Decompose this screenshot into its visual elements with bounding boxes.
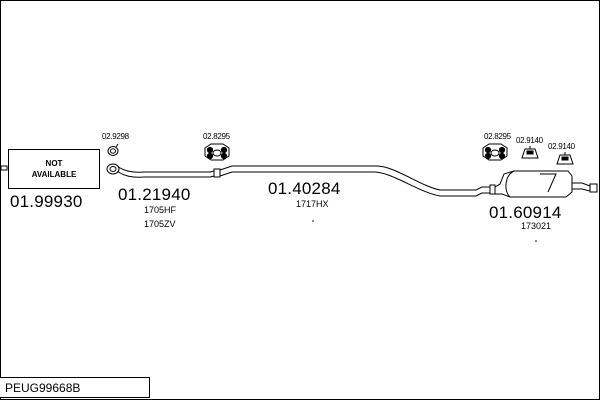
rear-silencer-ref1: 173021	[521, 221, 552, 231]
not-available-number: 01.99930	[10, 192, 83, 211]
rubber-mount-icon	[204, 143, 230, 161]
middle-pipe-number: 01.40284	[268, 179, 341, 198]
rear-mount-label: 02.8295	[484, 132, 511, 141]
rubber-mount-icon	[482, 143, 508, 161]
front-clamp-label: 02.9298	[102, 132, 129, 141]
middle-pipe-ref1: 1717HX	[296, 199, 329, 209]
not-available-line1: NOT	[45, 159, 63, 168]
diagram-code: PEUG99668B	[0, 377, 150, 398]
rear-silencer-number: 01.60914	[489, 203, 562, 222]
front-pipe-ref1: 1705HF	[144, 205, 177, 215]
rubber-hanger-icon	[521, 146, 539, 159]
rear-hanger1-label: 02.9140	[516, 136, 543, 145]
front-pipe-number: 01.21940	[118, 185, 191, 204]
not-available-box: NOT AVAILABLE	[8, 149, 100, 189]
front-mount-label: 02.8295	[203, 132, 230, 141]
dot-mark	[535, 240, 537, 242]
rubber-hanger-icon	[556, 152, 574, 165]
clamp-icon	[107, 143, 119, 156]
rear-hanger2-label: 02.9140	[548, 142, 575, 151]
not-available-line2: AVAILABLE	[31, 170, 77, 179]
dot-mark	[312, 220, 314, 222]
front-pipe	[106, 163, 221, 178]
middle-pipe	[219, 165, 496, 197]
front-pipe-ref2: 1705ZV	[144, 219, 176, 229]
inlet-stub	[0, 165, 8, 171]
silencer-icon	[494, 170, 598, 198]
